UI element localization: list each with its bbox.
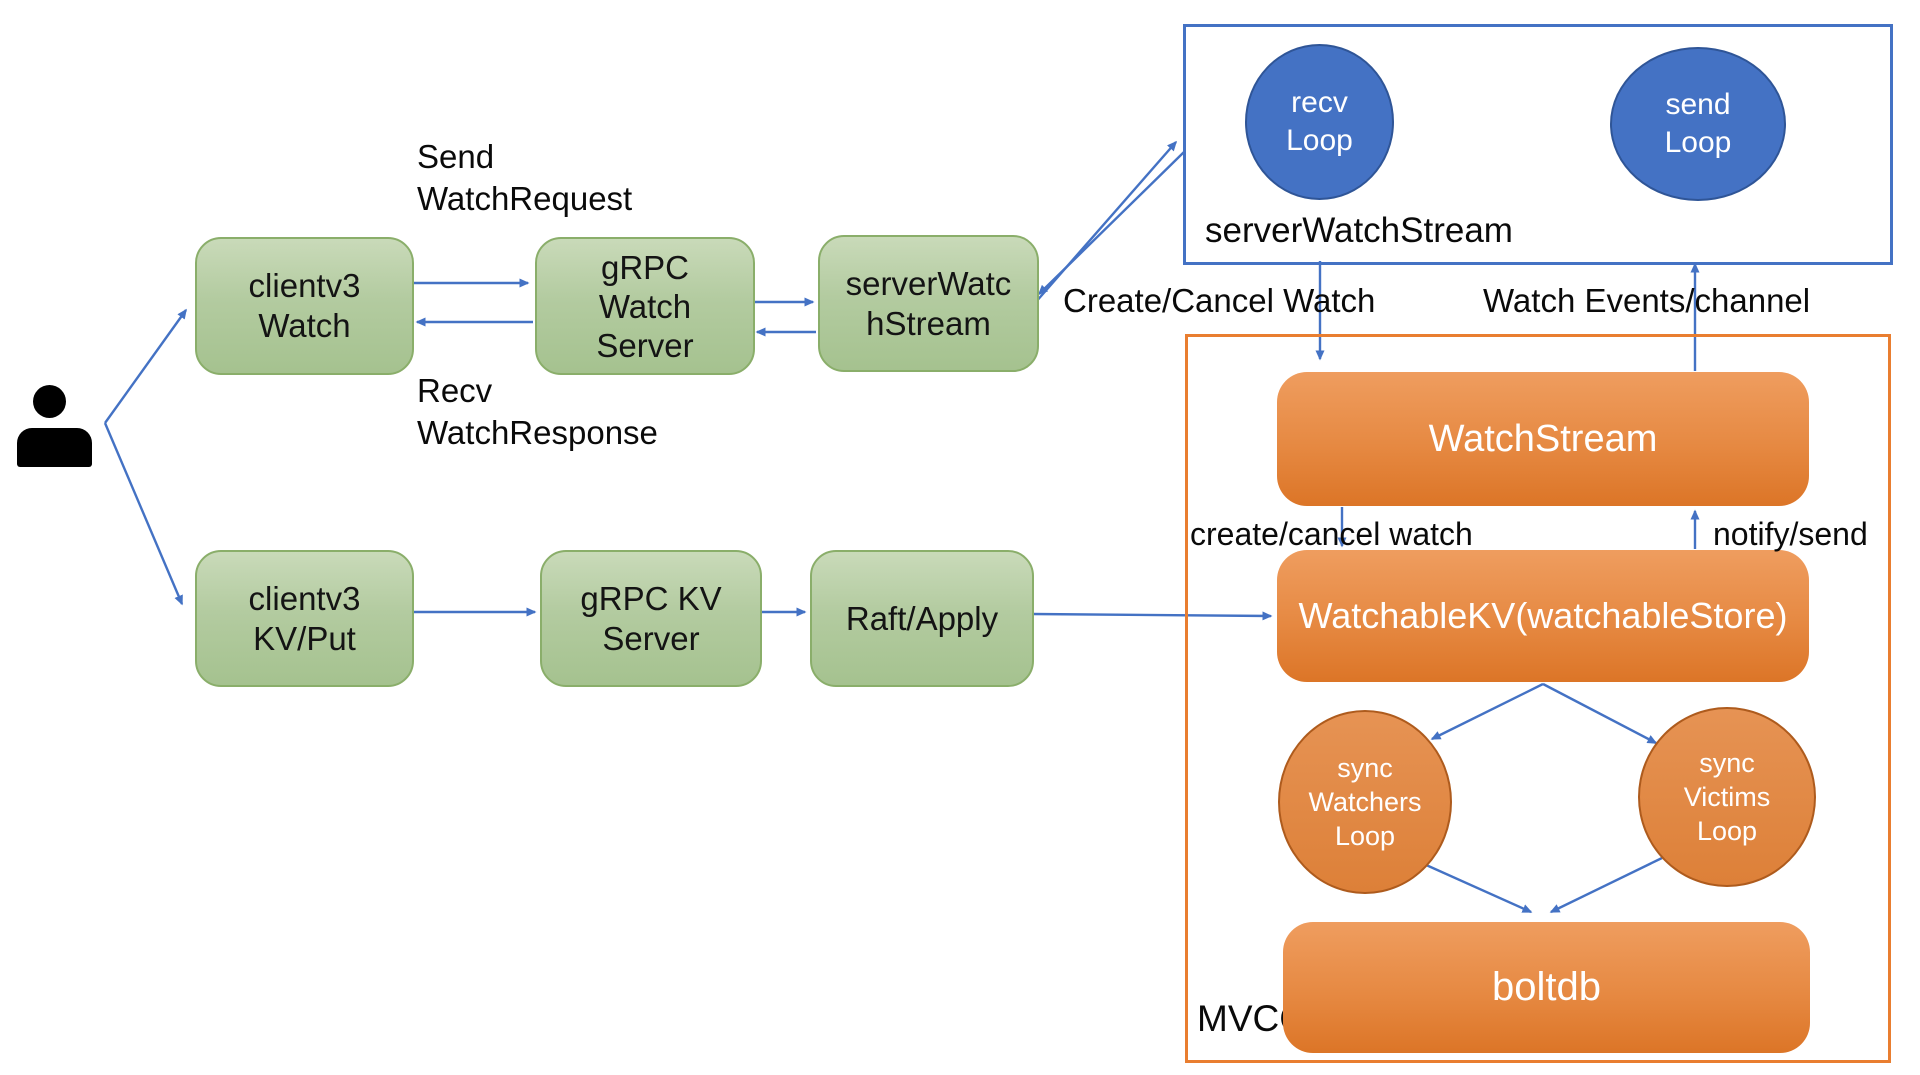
node-grpc-kv-server: gRPC KV Server	[540, 550, 762, 687]
arrow-serverwatchstream-to-group-diagonal	[1034, 140, 1177, 304]
user-icon-head	[33, 385, 66, 418]
label-send-watchrequest: Send WatchRequest	[417, 138, 633, 217]
label-create-cancel-watch: Create/Cancel Watch	[1063, 282, 1376, 319]
label-recv-watchresponse: Recv WatchResponse	[417, 372, 658, 451]
label-notify-send: notify/send	[1713, 516, 1868, 552]
node-watchablekv: WatchableKV(watchableStore)	[1277, 550, 1809, 682]
node-grpc-watch-server: gRPC Watch Server	[535, 237, 755, 375]
label-create-cancel-watch-lower: create/cancel watch	[1190, 516, 1473, 552]
arrow-user-to-clientv3-kvput	[103, 422, 184, 606]
node-sync-watchers-loop: sync Watchers Loop	[1278, 710, 1452, 894]
group-serverwatchstream	[1183, 24, 1893, 265]
node-boltdb: boltdb	[1283, 922, 1810, 1053]
label-watch-events-channel: Watch Events/channel	[1483, 282, 1811, 319]
arrow-user-to-clientv3-watch	[104, 308, 187, 424]
node-clientv3-kv-put: clientv3 KV/Put	[195, 550, 414, 687]
node-send-loop: send Loop	[1610, 47, 1786, 201]
node-serverwatchstream: serverWatc hStream	[818, 235, 1039, 372]
group-mvcc	[1185, 334, 1891, 1063]
node-watchstream: WatchStream	[1277, 372, 1809, 506]
user-icon-body	[17, 428, 92, 467]
node-clientv3-watch: clientv3 Watch	[195, 237, 414, 375]
arrow-group-to-serverwatchstream-diagonal	[1037, 151, 1185, 296]
node-raft-apply: Raft/Apply	[810, 550, 1034, 687]
node-recv-loop: recv Loop	[1245, 44, 1394, 200]
group-serverwatchstream-label: serverWatchStream	[1205, 211, 1513, 250]
node-sync-victims-loop: sync Victims Loop	[1638, 707, 1816, 887]
